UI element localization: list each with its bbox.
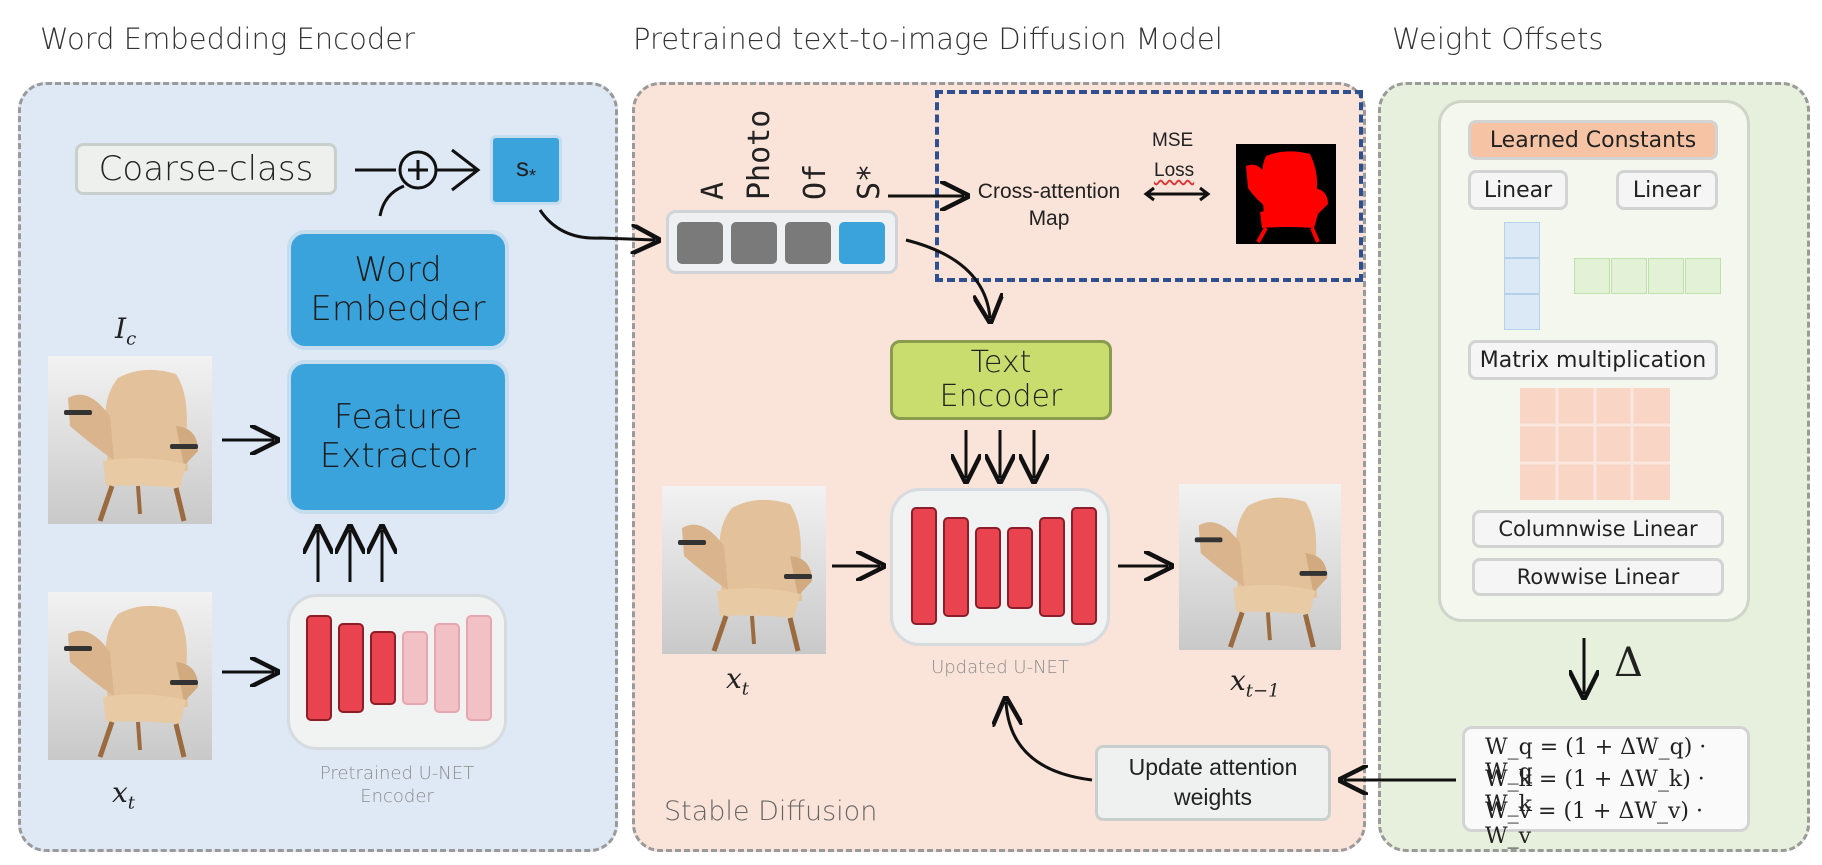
unet-bar bbox=[911, 507, 937, 625]
xt-minus-1-label: xt−1 bbox=[1230, 664, 1280, 702]
arrow-prompt-to-text-encoder bbox=[905, 238, 990, 318]
unet-bar bbox=[338, 623, 364, 713]
unet-bar-faded bbox=[434, 623, 460, 713]
token-s-star-box: s* bbox=[490, 135, 562, 205]
word-embedding-encoder-title: Word Embedding Encoder bbox=[40, 22, 416, 56]
column-vector bbox=[1504, 222, 1540, 330]
coarse-class-box: Coarse-class bbox=[75, 143, 337, 195]
updated-unet-frame bbox=[890, 488, 1110, 646]
loss-label: Loss bbox=[1154, 160, 1195, 181]
arrow-update-to-unet bbox=[1006, 702, 1093, 782]
ic-label: Ic bbox=[115, 312, 137, 350]
xt-label-encoder: xt bbox=[112, 776, 136, 814]
pretrained-unet-frame bbox=[287, 594, 507, 750]
vector-cell bbox=[1648, 258, 1684, 294]
word-embedder-box: Word Embedder bbox=[287, 230, 509, 350]
weight-offsets-title: Weight Offsets bbox=[1392, 22, 1604, 56]
arrow-embedder-to-plus bbox=[378, 184, 405, 217]
vector-cell bbox=[1685, 258, 1721, 294]
unet-bar-faded bbox=[466, 615, 492, 721]
rowwise-linear-box: Rowwise Linear bbox=[1472, 558, 1724, 596]
result-matrix-grid bbox=[1520, 388, 1670, 500]
linear-left-box: Linear bbox=[1468, 170, 1568, 210]
stable-diffusion-label: Stable Diffusion bbox=[664, 796, 878, 827]
unet-bar bbox=[943, 517, 969, 617]
prompt-token-strip bbox=[666, 210, 898, 274]
vector-cell bbox=[1504, 258, 1540, 294]
learned-constants-box: Learned Constants bbox=[1468, 120, 1718, 160]
chair-image-ic bbox=[48, 356, 212, 524]
unet-bar bbox=[306, 615, 332, 721]
updated-unet-label: Updated U-NET bbox=[931, 657, 1069, 678]
token-cell bbox=[677, 222, 723, 264]
equation-wv: W_v = (1 + ΔW_v) · W_v bbox=[1485, 799, 1703, 849]
columnwise-linear-box: Columnwise Linear bbox=[1472, 510, 1724, 548]
token-cell-s-star bbox=[839, 222, 885, 264]
equation-wk: W_k = (1 + ΔW_k) · W_k bbox=[1485, 767, 1705, 817]
vector-cell bbox=[1504, 222, 1540, 258]
xt-label-diffusion: xt bbox=[726, 662, 750, 700]
chair-image-xt-minus-1 bbox=[1178, 484, 1342, 650]
equation-wq: W_q = (1 + ΔW_q) · W_q bbox=[1485, 735, 1707, 785]
pretrained-unet-label: Pretrained U-NET Encoder bbox=[319, 763, 475, 808]
unet-bar bbox=[1071, 507, 1097, 625]
coarse-class-label: Coarse-class bbox=[98, 149, 314, 189]
weight-update-equations: W_q = (1 + ΔW_q) · W_q W_k = (1 + ΔW_k) … bbox=[1462, 726, 1750, 849]
token-s-star-label: s* bbox=[515, 152, 536, 187]
vector-cell bbox=[1611, 258, 1647, 294]
unet-bar bbox=[1039, 517, 1065, 617]
cross-attention-label: Cross-attention Map bbox=[977, 180, 1121, 231]
unet-bar-faded bbox=[402, 631, 428, 705]
chair-image-xt-encoder bbox=[48, 592, 212, 760]
unet-bar bbox=[975, 527, 1001, 609]
vector-cell bbox=[1574, 258, 1610, 294]
result-matrix bbox=[1520, 388, 1670, 500]
delta-symbol: Δ bbox=[1614, 640, 1643, 686]
cross-attention-region bbox=[935, 90, 1363, 282]
linear-right-box: Linear bbox=[1616, 170, 1718, 210]
update-attention-weights-box: Update attention weights bbox=[1095, 745, 1331, 821]
chair-image-xt-diffusion bbox=[662, 486, 826, 654]
diffusion-model-title: Pretrained text-to-image Diffusion Model bbox=[633, 22, 1223, 56]
attention-mask-image bbox=[1236, 144, 1336, 244]
row-vector bbox=[1574, 258, 1724, 294]
token-cell bbox=[731, 222, 777, 264]
arrow-token-to-prompt bbox=[538, 209, 655, 240]
mse-label: MSE bbox=[1152, 130, 1194, 151]
unet-bar bbox=[1007, 527, 1033, 609]
text-encoder-box: Text Encoder bbox=[890, 340, 1112, 420]
vector-cell bbox=[1504, 294, 1540, 330]
feature-extractor-box: Feature Extractor bbox=[287, 360, 509, 514]
matrix-multiplication-box: Matrix multiplication bbox=[1468, 340, 1718, 380]
unet-bar bbox=[370, 631, 396, 705]
token-cell bbox=[785, 222, 831, 264]
